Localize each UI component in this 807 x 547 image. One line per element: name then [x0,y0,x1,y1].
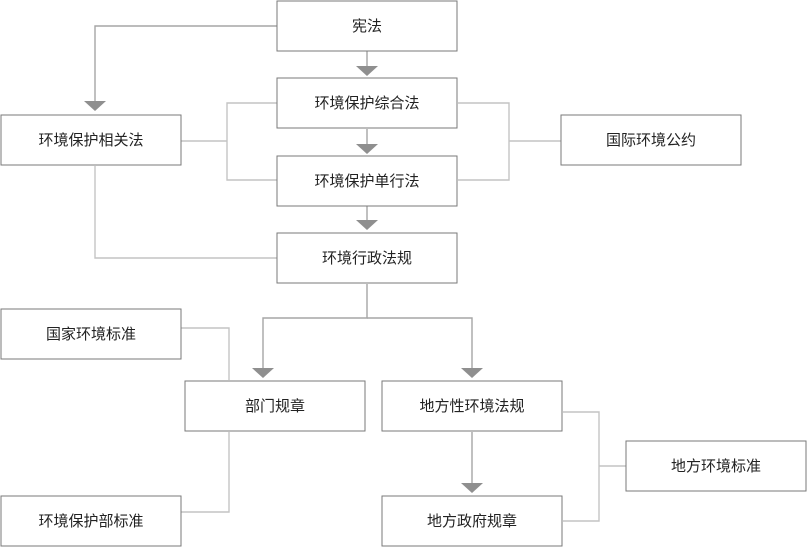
node-label: 地方环境标准 [671,457,761,475]
node-label: 环境保护单行法 [314,172,419,190]
arrow-line-admin-split [262,284,368,368]
arrowhead-specific-law [356,144,378,154]
node-intl-env-convention: 国际环境公约 [560,114,742,166]
node-label: 地方政府规章 [427,512,517,530]
node-label: 环境行政法规 [322,249,412,267]
node-dept-rules: 部门规章 [184,380,366,432]
node-label: 国家环境标准 [46,325,136,343]
node-env-dept-standard: 环境保护部标准 [0,495,182,547]
node-env-admin-regulation: 环境行政法规 [276,232,458,284]
connector-dept-standard [181,432,230,513]
node-local-gov-rules: 地方政府规章 [381,495,563,547]
arrowhead-local-gov-rules [461,483,483,493]
arrow-line-constitution-to-related [94,25,277,101]
node-local-env-regulation: 地方性环境法规 [381,380,563,432]
node-national-env-standard: 国家环境标准 [0,308,182,360]
node-label: 国际环境公约 [606,131,696,149]
arrow-line-admin-to-local [367,317,473,368]
node-label: 宪法 [352,17,382,35]
node-label: 部门规章 [245,397,305,415]
connector-related-law-to-admin [94,166,277,259]
connector-right-bracket [458,102,510,181]
arrowhead-comprehensive-law [356,66,378,76]
connectors [94,102,626,522]
node-local-env-standard: 地方环境标准 [625,440,807,492]
connector-national-standard [181,327,230,380]
node-env-specific-law: 环境保护单行法 [276,155,458,207]
node-label: 环境保护部标准 [38,512,143,530]
connector-left-bracket [226,102,277,181]
node-env-comprehensive-law: 环境保护综合法 [276,77,458,129]
arrowhead-local-regulation [461,368,483,378]
connector-local-bracket [563,411,600,522]
arrowhead-dept-rules [252,368,274,378]
arrowhead-admin-regulation [356,220,378,230]
node-constitution: 宪法 [276,0,458,52]
arrows [84,25,483,493]
node-env-related-law: 环境保护相关法 [0,114,182,166]
node-label: 环境保护相关法 [38,131,143,149]
arrowhead-related-law [84,101,106,111]
node-label: 环境保护综合法 [314,94,419,112]
node-label: 地方性环境法规 [419,397,524,415]
